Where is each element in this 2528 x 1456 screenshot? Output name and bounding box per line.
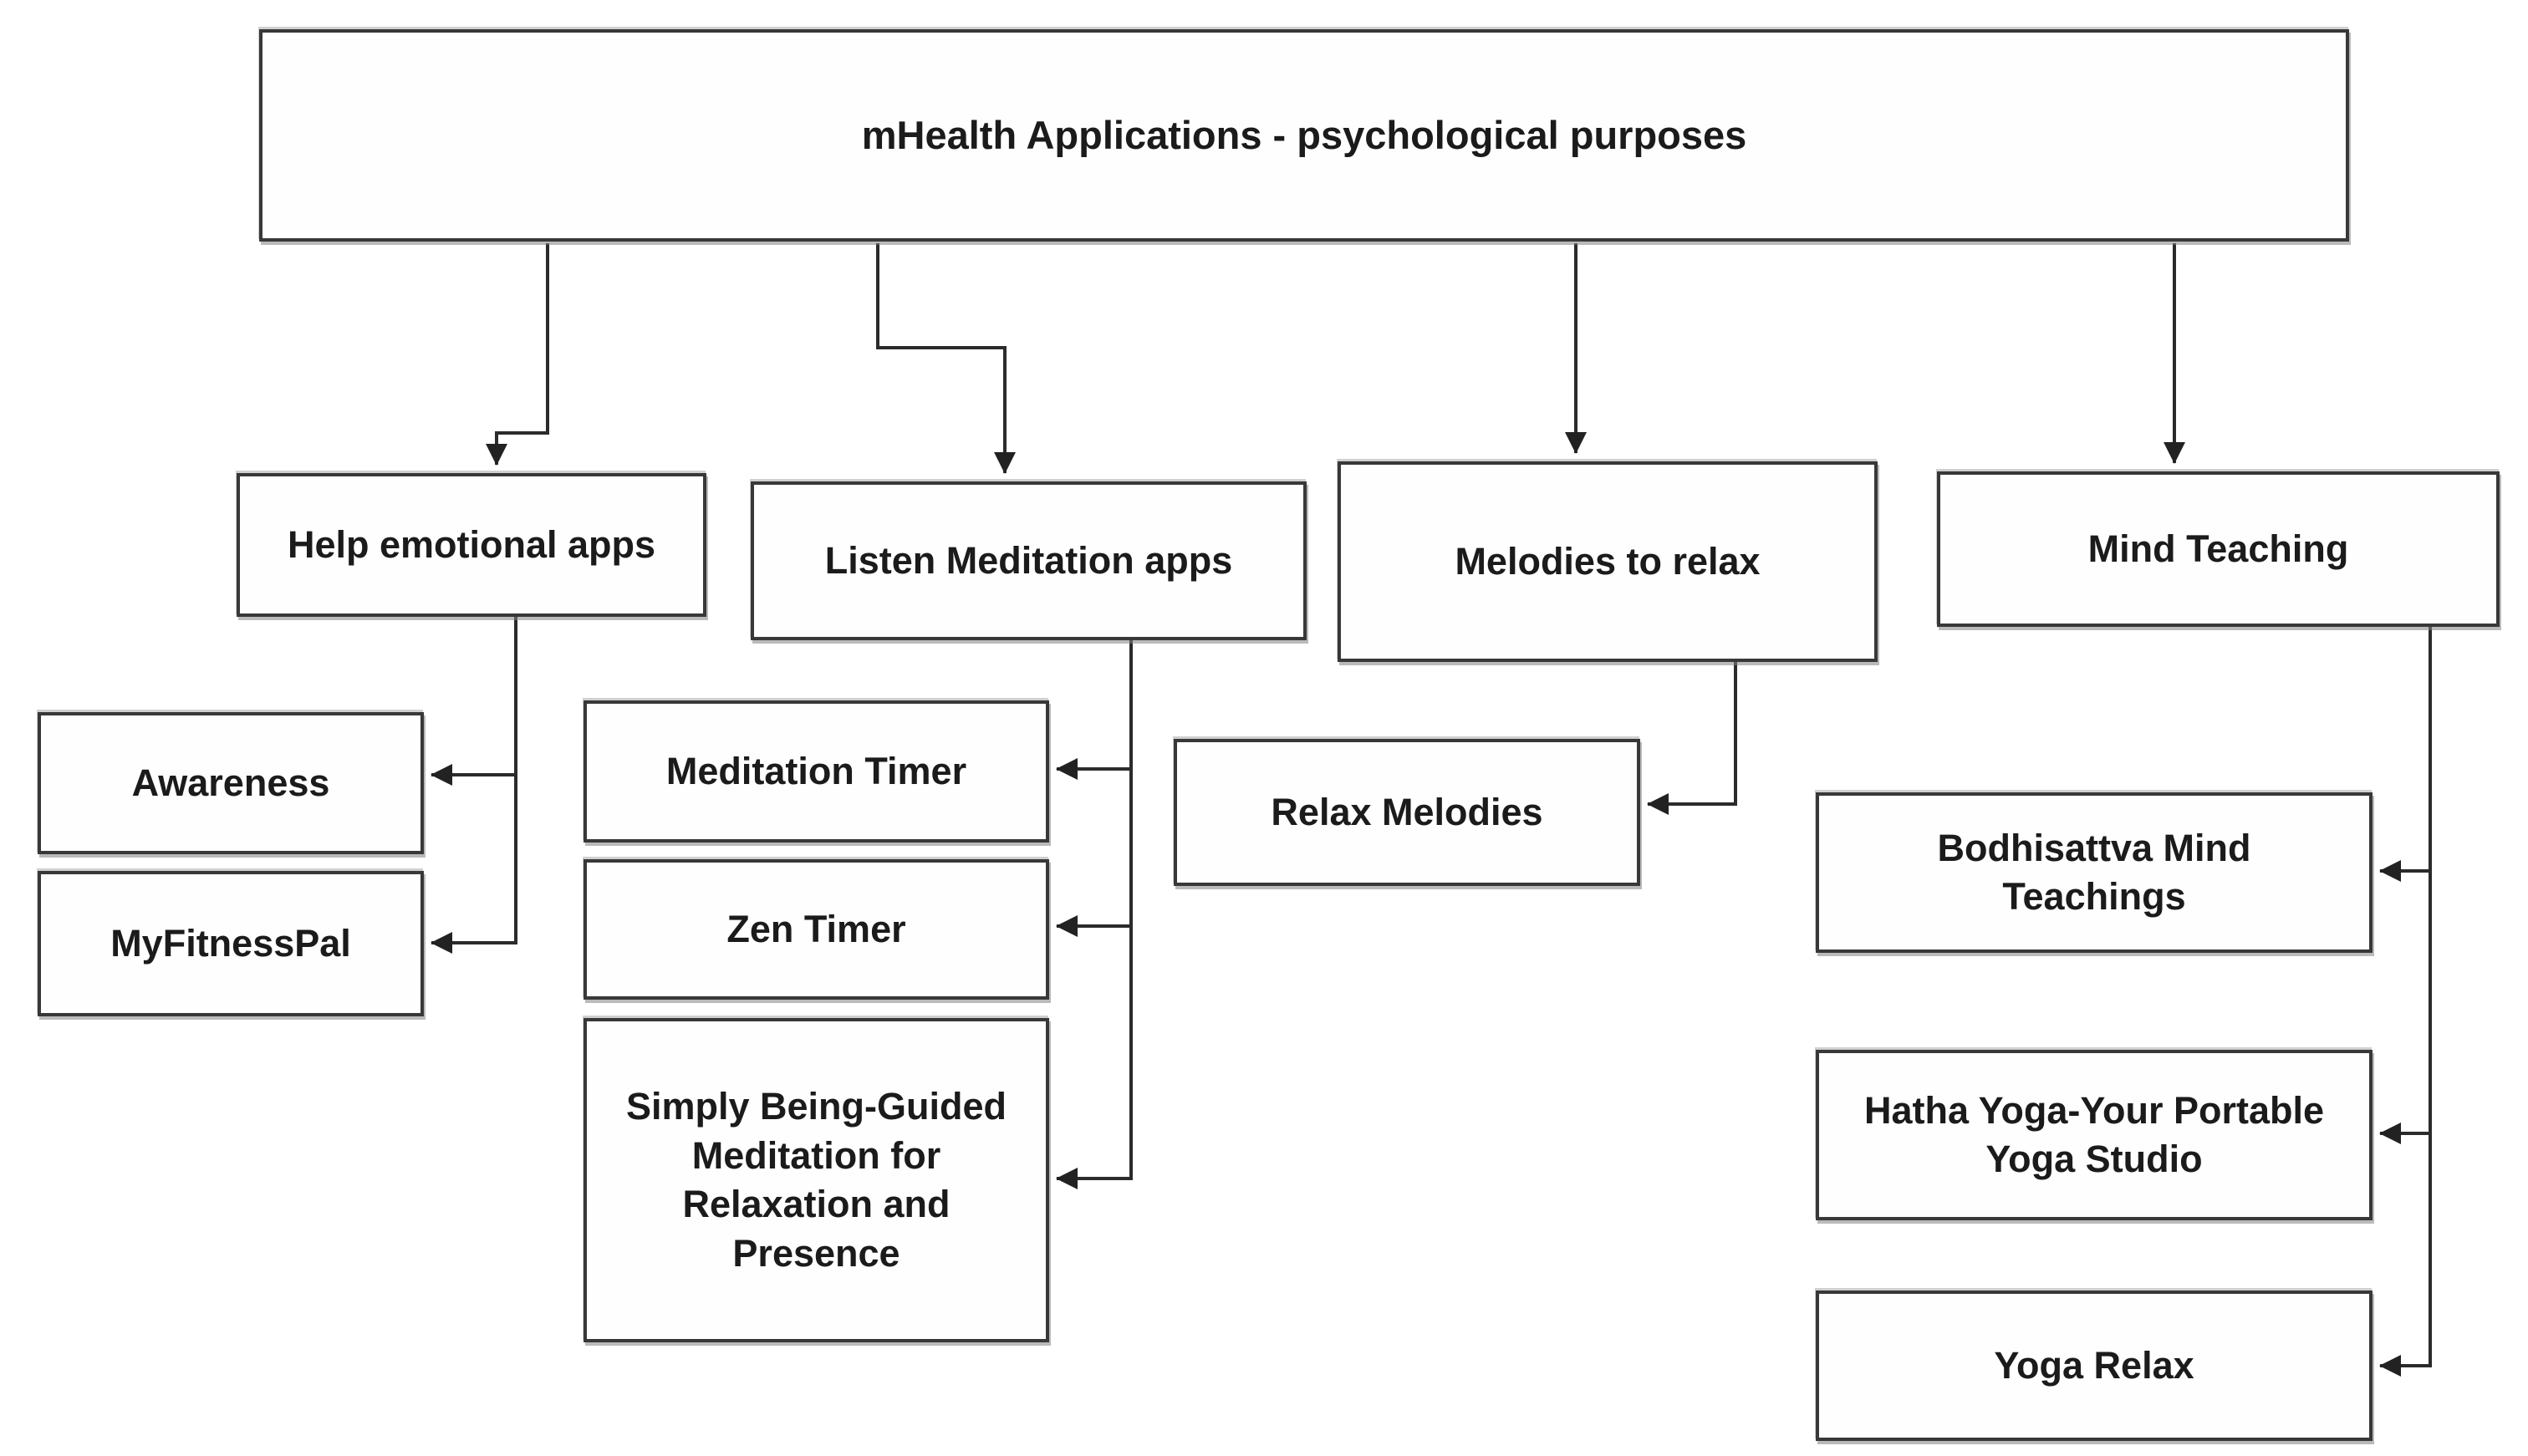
node-listen-meditation-apps-label: Listen Meditation apps xyxy=(824,538,1233,582)
node-meditation-timer: Meditation Timer xyxy=(584,700,1049,843)
node-myfitnesspal: MyFitnessPal xyxy=(38,871,424,1016)
node-myfitnesspal-label: MyFitnessPal xyxy=(110,921,351,965)
connector-help-trunk-to-myfitnesspal xyxy=(431,615,517,954)
node-zen-timer-label: Zen Timer xyxy=(726,907,906,950)
connector-root-to-listen xyxy=(876,243,1016,474)
node-simply-being-guided-meditation-label: Simply Being-Guided Meditation for Relax… xyxy=(625,1085,1007,1275)
node-listen-meditation-apps: Listen Meditation apps xyxy=(751,481,1307,640)
node-awareness: Awareness xyxy=(38,712,424,854)
node-yoga-relax: Yoga Relax xyxy=(1816,1291,2373,1441)
node-help-emotional-apps: Help emotional apps xyxy=(237,473,706,617)
node-relax-melodies-label: Relax Melodies xyxy=(1271,790,1543,833)
node-mhealth-root-label: mHealth Applications - psychological pur… xyxy=(861,113,1747,158)
node-hatha-yoga-studio: Hatha Yoga-Your Portable Yoga Studio xyxy=(1816,1050,2373,1220)
node-simply-being-guided-meditation: Simply Being-Guided Meditation for Relax… xyxy=(584,1018,1049,1342)
node-hatha-yoga-studio-label: Hatha Yoga-Your Portable Yoga Studio xyxy=(1863,1088,2325,1181)
node-bodhisattva-mind-teachings: Bodhisattva Mind Teachings xyxy=(1816,792,2373,953)
node-melodies-to-relax-label: Melodies to relax xyxy=(1455,539,1761,583)
node-awareness-label: Awareness xyxy=(131,761,330,804)
node-melodies-to-relax: Melodies to relax xyxy=(1338,461,1878,662)
connector-mind-trunk-to-yoga-relax xyxy=(2379,627,2432,1377)
connector-root-to-help xyxy=(486,243,549,466)
node-bodhisattva-mind-teachings-label: Bodhisattva Mind Teachings xyxy=(1937,826,2251,919)
node-zen-timer: Zen Timer xyxy=(584,859,1049,1000)
node-meditation-timer-label: Meditation Timer xyxy=(665,749,967,792)
node-yoga-relax-label: Yoga Relax xyxy=(1994,1343,2194,1387)
connector-listen-trunk-to-simply-being xyxy=(1056,640,1133,1189)
node-mhealth-root: mHealth Applications - psychological pur… xyxy=(259,29,2349,242)
node-relax-melodies: Relax Melodies xyxy=(1174,739,1640,886)
node-mind-teaching-label: Mind Teaching xyxy=(2087,527,2349,570)
connector-melodies-to-relax-melodies xyxy=(1647,662,1737,815)
node-mind-teaching: Mind Teaching xyxy=(1937,471,2500,627)
node-help-emotional-apps-label: Help emotional apps xyxy=(287,522,656,566)
